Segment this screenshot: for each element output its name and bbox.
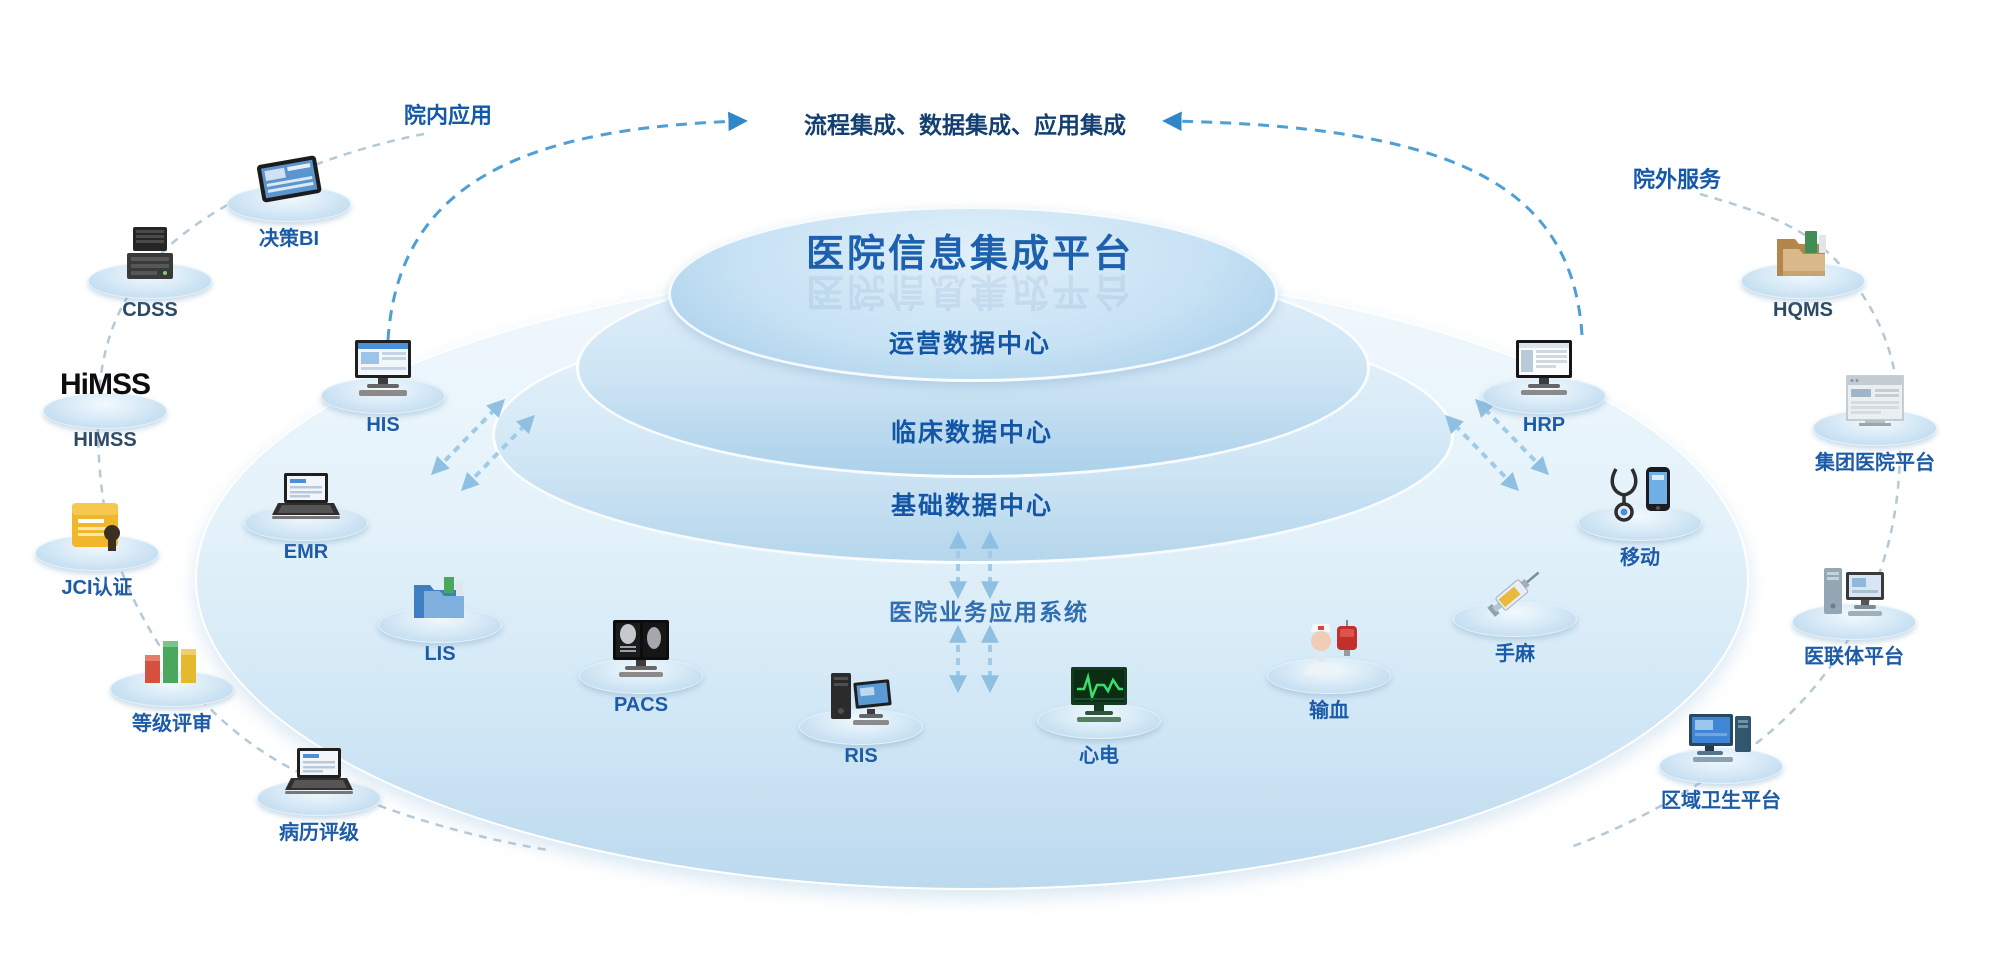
workstation-icon [773, 667, 949, 729]
ecg-monitor-icon [1011, 661, 1187, 723]
node-label: 医联体平台 [1804, 646, 1904, 668]
pedestal [1267, 658, 1391, 694]
node-label: RIS [844, 745, 878, 767]
node-mr-rating: 病历评级 [231, 738, 407, 845]
platform-title-reflection: 医院信息集成平台 [805, 269, 1135, 312]
node-group-hospital-platform: 集团医院平台 [1787, 368, 1963, 475]
node-hrp: HRP [1456, 336, 1632, 437]
node-decision-bi: 决策BI [201, 144, 377, 251]
himss-logo: HiMSS [17, 351, 193, 413]
pedestal [1578, 505, 1702, 541]
node-blood-transfusion: 输血 [1241, 616, 1417, 723]
report-monitor-icon [1456, 336, 1632, 398]
node-medical-alliance-platform: 医联体平台 [1766, 562, 1942, 669]
node-anesthesia: 手麻 [1427, 559, 1603, 666]
node-label: EMR [283, 541, 329, 563]
label-outhospital-services: 院外服务 [1632, 167, 1722, 192]
pedestal [43, 393, 167, 429]
node-his: HIS [295, 336, 471, 437]
archive-folders-icon [1715, 221, 1891, 283]
layer-label-basic: 基础数据中心 [890, 492, 1054, 520]
web-portal-icon [1787, 368, 1963, 430]
phone-stethoscope-icon [1552, 463, 1728, 525]
node-label: HRP [1522, 414, 1566, 436]
label-integration: 流程集成、数据集成、应用集成 [804, 112, 1126, 138]
node-emr: EMR [218, 463, 394, 564]
exchange-arrows-left [430, 398, 536, 492]
pedestal [1792, 604, 1916, 640]
vertical-flow-arrows [949, 530, 999, 694]
certificate-icon [9, 493, 185, 555]
node-ecg: 心电 [1011, 661, 1187, 768]
node-label: 区域卫生平台 [1661, 790, 1781, 812]
exchange-arrows-right [1444, 398, 1550, 492]
xray-monitor-icon [553, 616, 729, 678]
node-label: 移动 [1620, 547, 1660, 569]
folders-icon [352, 565, 528, 627]
nurse-blood-bag-icon [1241, 616, 1417, 678]
bar-chart-icon [84, 629, 260, 691]
syringe-icon [1427, 559, 1603, 621]
platform-title: 医院信息集成平台 [805, 233, 1135, 276]
node-cdss: CDSS [62, 221, 238, 322]
node-hqms: HQMS [1715, 221, 1891, 322]
node-label: HIS [366, 414, 400, 436]
server-icon [62, 221, 238, 283]
node-label: 等级评审 [132, 713, 212, 735]
node-regional-health-platform: 区域卫生平台 [1633, 706, 1809, 813]
laptop-icon [231, 738, 407, 800]
node-grade-review: 等级评审 [84, 629, 260, 736]
desktop-computer-icon [295, 336, 471, 398]
node-label: LIS [424, 643, 456, 665]
node-jci: JCI认证 [9, 493, 185, 600]
node-lis: LIS [352, 565, 528, 666]
node-mobile: 移动 [1552, 463, 1728, 570]
laptop-icon [218, 463, 394, 525]
arc-top-left [386, 111, 748, 341]
node-label: 心电 [1079, 745, 1119, 767]
node-label: 手麻 [1495, 643, 1535, 665]
layer-label-operations: 运营数据中心 [888, 330, 1052, 358]
label-inhospital-apps: 院内应用 [403, 103, 493, 128]
arc-right-chain [1567, 192, 1902, 850]
node-label: JCI认证 [61, 577, 133, 599]
arc-top-right [1162, 111, 1584, 336]
node-label: 输血 [1309, 700, 1349, 722]
node-label: HIMSS [73, 429, 137, 451]
node-label: 病历评级 [279, 822, 359, 844]
node-ris: RIS [773, 667, 949, 768]
node-himss: HiMSS HIMSS [17, 351, 193, 452]
platform-tier-operations-data [668, 206, 1278, 382]
node-label: PACS [613, 694, 669, 716]
node-pacs: PACS [553, 616, 729, 717]
node-label: 决策BI [259, 228, 319, 250]
himss-logo-text: HiMSS [59, 368, 151, 401]
layer-label-clinical: 临床数据中心 [890, 419, 1054, 447]
node-label: CDSS [122, 299, 178, 321]
apps-systems-label: 医院业务应用系统 [889, 599, 1089, 625]
node-label: 集团医院平台 [1815, 452, 1935, 474]
pc-tower-icon [1766, 562, 1942, 624]
blue-computer-icon [1633, 706, 1809, 768]
tablet-icon [201, 144, 377, 206]
node-label: HQMS [1773, 299, 1833, 321]
